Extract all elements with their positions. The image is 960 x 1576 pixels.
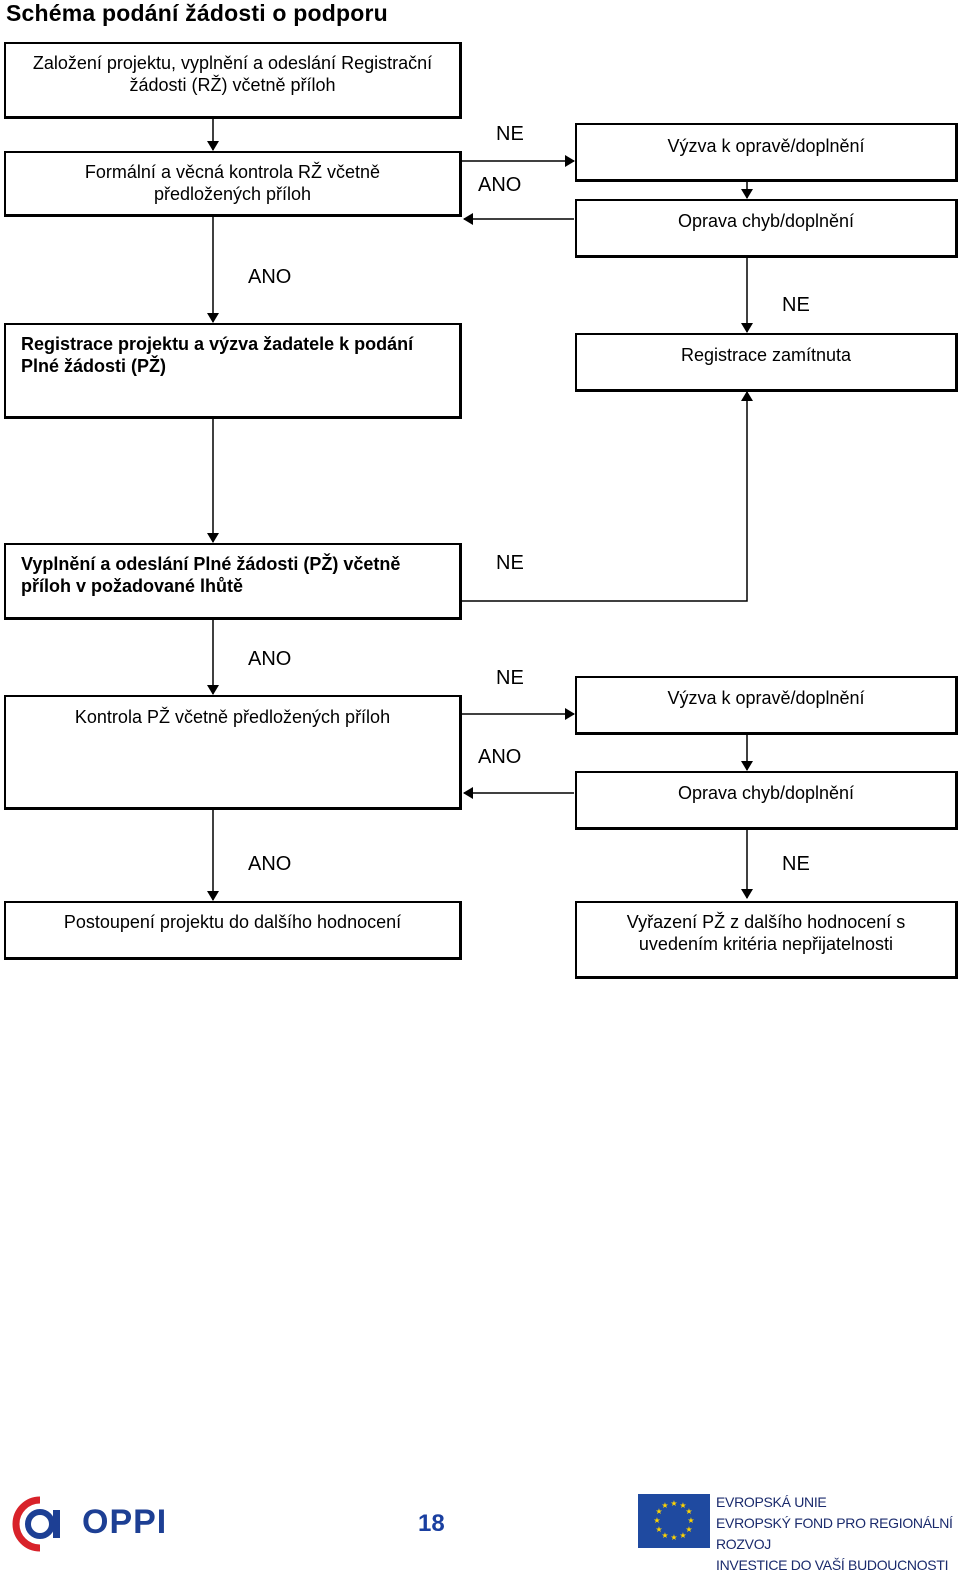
eu-line-1: EVROPSKÁ UNIE — [716, 1494, 827, 1510]
diagram-title: Schéma podání žádosti o podporu — [6, 0, 388, 26]
label-no-5: NE — [782, 853, 810, 875]
box-formal-check-rz: Formální a věcná kontrola RŽ včetně před… — [4, 151, 462, 217]
svg-text:★: ★ — [670, 1499, 677, 1508]
eu-line-2: EVROPSKÝ FOND PRO REGIONÁLNÍ ROZVOJ — [716, 1515, 953, 1552]
arrow-b7-b6 — [462, 391, 753, 602]
svg-text:★: ★ — [685, 1507, 692, 1516]
svg-text:★: ★ — [653, 1516, 660, 1525]
box-request-correction-1: Výzva k opravě/doplnění — [575, 123, 958, 182]
box-submit-full-application: Vyplnění a odeslání Plné žádosti (PŽ) vč… — [4, 543, 462, 620]
label-no-4: NE — [496, 667, 524, 689]
page-number: 18 — [418, 1510, 445, 1537]
svg-text:★: ★ — [685, 1525, 692, 1534]
eu-text-block: EVROPSKÁ UNIE EVROPSKÝ FOND PRO REGIONÁL… — [716, 1492, 960, 1576]
box-forward-evaluation: Postoupení projektu do dalšího hodnocení — [4, 901, 462, 960]
box-fix-errors-1: Oprava chyb/doplnění — [575, 199, 958, 258]
box-fix-errors-2: Oprava chyb/doplnění — [575, 771, 958, 830]
label-yes-4: ANO — [478, 746, 522, 768]
label-yes-2: ANO — [248, 266, 292, 288]
box-registration-rejected: Registrace zamítnuta — [575, 333, 958, 392]
svg-text:★: ★ — [679, 1531, 686, 1540]
box-create-registration: Založení projektu, vyplnění a odeslání R… — [4, 42, 462, 119]
label-yes-3: ANO — [248, 648, 292, 670]
label-no-2: NE — [782, 294, 810, 316]
eu-flag-icon: ★ ★ ★ ★ ★ ★ ★ ★ ★ ★ ★ ★ — [638, 1494, 710, 1548]
svg-text:★: ★ — [655, 1507, 662, 1516]
svg-text:★: ★ — [655, 1525, 662, 1534]
svg-text:★: ★ — [670, 1533, 677, 1542]
box-exclude-application: Vyřazení PŽ z dalšího hodnocení s uveden… — [575, 901, 958, 979]
label-yes-1: ANO — [478, 174, 522, 196]
oppi-logo: OPPI — [82, 1503, 168, 1541]
box-check-full-application: Kontrola PŽ včetně předložených příloh — [4, 695, 462, 810]
box-project-registration: Registrace projektu a výzva žadatele k p… — [4, 323, 462, 419]
label-no-1: NE — [496, 123, 524, 145]
flow-connectors — [207, 119, 753, 901]
oppi-logo-icon — [12, 1496, 60, 1552]
svg-text:★: ★ — [661, 1531, 668, 1540]
box-request-correction-2: Výzva k opravě/doplnění — [575, 676, 958, 735]
label-yes-5: ANO — [248, 853, 292, 875]
eu-line-3: INVESTICE DO VAŠÍ BUDOUCNOSTI — [716, 1557, 949, 1573]
svg-text:★: ★ — [687, 1516, 694, 1525]
label-no-3: NE — [496, 552, 524, 574]
svg-text:★: ★ — [679, 1501, 686, 1510]
svg-text:★: ★ — [661, 1501, 668, 1510]
